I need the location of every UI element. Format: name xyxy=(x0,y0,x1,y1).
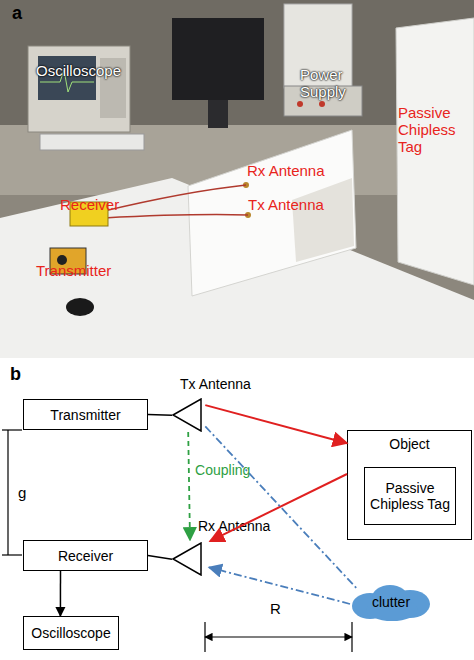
connector xyxy=(188,432,190,540)
panel-letter: a xyxy=(12,5,22,22)
node-text: Tx Antenna xyxy=(180,376,251,392)
oscilloscope-body xyxy=(28,46,130,132)
process-box: Receiver xyxy=(23,540,148,571)
dimension-tick xyxy=(2,429,22,430)
antenna-outline xyxy=(173,399,201,431)
dimension-line xyxy=(7,430,8,555)
photo-label: Passive Chipless Tag xyxy=(398,104,470,155)
dimension-label: g xyxy=(18,484,26,501)
wire xyxy=(104,215,248,218)
wire xyxy=(100,185,246,212)
dimension-label: R xyxy=(270,600,281,617)
dimension-tick xyxy=(2,554,22,555)
clutter-cloud: clutter xyxy=(350,582,432,622)
monitor-stand xyxy=(208,100,228,128)
node-text: Rx Antenna xyxy=(198,518,270,534)
node-text: Transmitter xyxy=(24,407,147,423)
keyboard xyxy=(40,134,144,150)
monitor xyxy=(172,18,264,100)
photo-label: Rx Antenna xyxy=(247,162,325,179)
process-box: Transmitter xyxy=(23,399,148,430)
photo-background xyxy=(0,0,474,358)
panel-letter: b xyxy=(10,366,21,383)
node-text: Passive Chipless Tag xyxy=(365,480,455,512)
antenna-triangle xyxy=(172,398,202,432)
node-text: clutter xyxy=(350,594,432,610)
antenna-symbol: Rx Antenna xyxy=(172,518,272,576)
dimension-tick xyxy=(351,622,352,652)
dimension-tick xyxy=(204,622,205,652)
antenna-outline xyxy=(173,543,201,575)
photo xyxy=(0,0,474,358)
connector xyxy=(60,571,62,616)
node-text: Receiver xyxy=(24,548,147,564)
photo-label: Oscilloscope xyxy=(36,62,121,79)
photo-label: Transmitter xyxy=(36,262,111,279)
antenna-panel xyxy=(188,130,356,296)
node-text: Oscilloscope xyxy=(24,625,118,641)
edge-label: Coupling xyxy=(195,462,250,479)
object-box: ObjectPassive Chipless Tag xyxy=(347,430,472,540)
connector xyxy=(210,474,347,541)
photo-label: Receiver xyxy=(60,196,119,213)
chipless-tag-foam xyxy=(396,18,474,285)
connector xyxy=(148,414,172,416)
connector xyxy=(148,556,172,560)
power-knob xyxy=(297,101,303,107)
dimension-line xyxy=(205,636,352,637)
tag-box: Passive Chipless Tag xyxy=(364,467,456,525)
node-text: Object xyxy=(348,436,471,452)
antenna-triangle xyxy=(172,542,202,576)
photo-label: Power Supply xyxy=(300,66,358,100)
power-knob xyxy=(319,101,325,107)
photo-label: Tx Antenna xyxy=(248,196,324,213)
process-box: Oscilloscope xyxy=(23,616,119,650)
connector xyxy=(209,567,350,604)
connector xyxy=(205,426,358,590)
connector xyxy=(205,405,347,443)
panel-shadow xyxy=(292,178,354,262)
table-hole xyxy=(66,298,94,316)
antenna-symbol: Tx Antenna xyxy=(172,376,262,432)
